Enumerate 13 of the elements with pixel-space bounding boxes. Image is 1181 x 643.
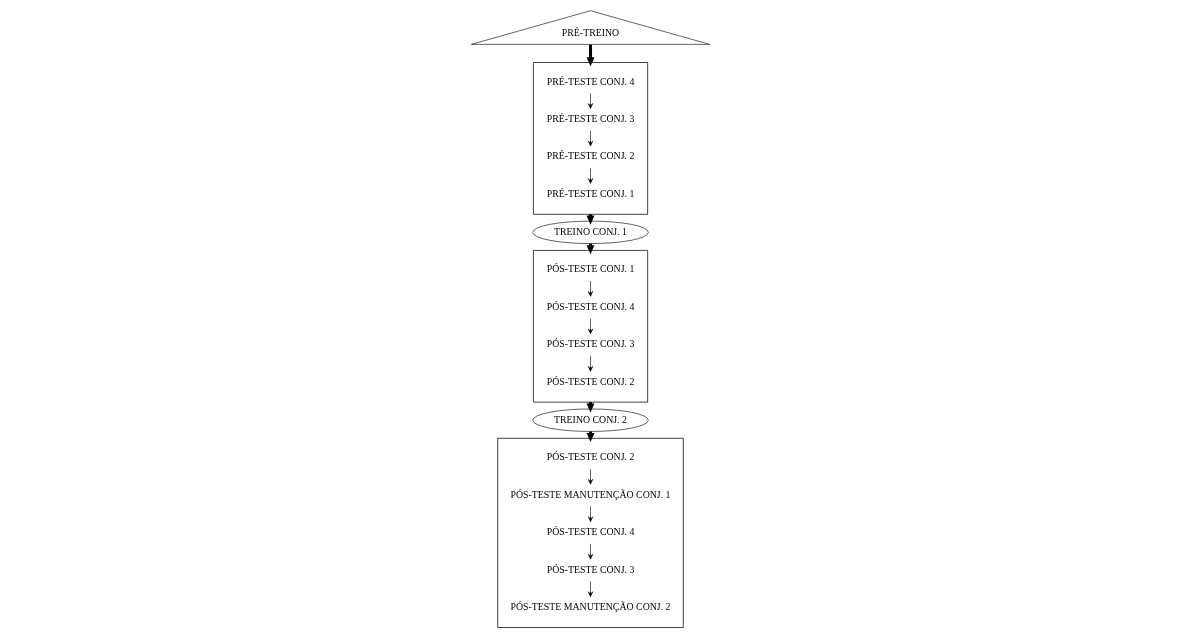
node-text: PÓS-TESTE MANUTENÇÃO CONJ. 1 xyxy=(510,488,671,500)
node-text: PÓS-TESTE CONJ. 4 xyxy=(546,300,635,312)
node-text: PÓS-TESTE CONJ. 3 xyxy=(546,563,635,575)
node-text: PÓS-TESTE CONJ. 2 xyxy=(546,375,635,387)
node-text: PRÉ-TESTE CONJ. 4 xyxy=(546,75,635,87)
node-text: PÓS-TESTE CONJ. 3 xyxy=(546,338,635,350)
node-text: PÓS-TESTE MANUTENÇÃO CONJ. 2 xyxy=(510,601,671,613)
node-text: PRÉ-TESTE CONJ. 1 xyxy=(546,187,635,199)
node-text: PÓS-TESTE CONJ. 1 xyxy=(546,263,635,275)
node-text: PRÉ-TESTE CONJ. 2 xyxy=(546,150,635,162)
node-text: PÓS-TESTE CONJ. 4 xyxy=(546,526,635,538)
node-text: PÓS-TESTE CONJ. 2 xyxy=(546,451,635,463)
node-text: PRÉ-TESTE CONJ. 3 xyxy=(546,113,635,124)
